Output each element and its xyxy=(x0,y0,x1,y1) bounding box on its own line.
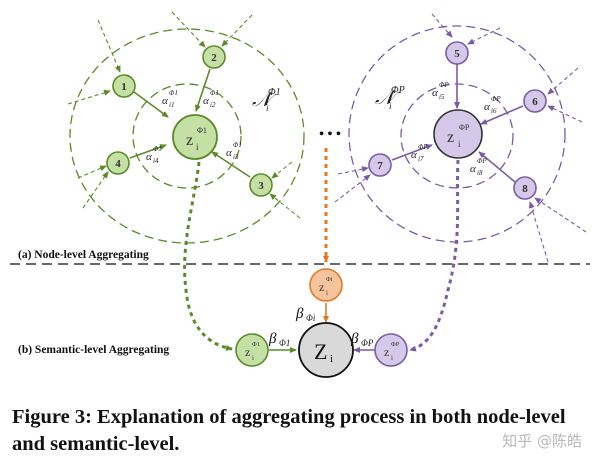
left-neighborhood: 1 2 3 4 z Φ1 i 𝒩 Φ1 i α Φ1 xyxy=(67,11,305,244)
svg-text:i1: i1 xyxy=(169,101,174,109)
svg-text:i3: i3 xyxy=(233,153,239,161)
svg-text:α: α xyxy=(411,149,417,161)
node-label: 4 xyxy=(115,158,121,170)
svg-text:Z: Z xyxy=(314,339,327,364)
svg-text:𝒩: 𝒩 xyxy=(375,87,400,109)
node-label: 1 xyxy=(121,81,127,93)
right-neighbor-node: 5 xyxy=(445,41,469,65)
svg-text:Φ1: Φ1 xyxy=(153,145,162,153)
beta-middle-label: β Φi xyxy=(295,306,316,323)
right-neighbor-node: 6 xyxy=(523,89,547,113)
svg-text:i: i xyxy=(391,354,393,362)
svg-text:α: α xyxy=(203,95,209,107)
semantic-left-node: z Φ1 i xyxy=(235,333,269,367)
right-neighborhood: 5 6 7 8 z ΦP i 𝒩 ΦP i α ΦP i5 xyxy=(334,13,587,263)
left-neighbor-node: 4 xyxy=(106,151,130,175)
semantic-final-node: Z i xyxy=(298,322,354,378)
left-neighbor-node: 1 xyxy=(112,74,136,98)
beta-left-label: β Φ1 xyxy=(268,331,290,348)
attention-weight: α ΦP i6 xyxy=(484,95,501,115)
svg-text:ΦP: ΦP xyxy=(439,81,449,89)
left-neighborhood-label: 𝒩 Φ1 i xyxy=(252,87,281,113)
attention-weight: α ΦP i8 xyxy=(470,157,487,177)
attention-weight: α Φ1 i3 xyxy=(226,141,242,161)
node-level-label: (a) Node-level Aggregating xyxy=(18,249,149,261)
svg-text:i8: i8 xyxy=(477,169,483,177)
svg-text:ΦP: ΦP xyxy=(459,123,470,132)
node-label: 5 xyxy=(454,48,460,60)
figure-caption: Figure 3: Explanation of aggregating pro… xyxy=(12,406,566,455)
semantic-right-node: z ΦP i xyxy=(374,333,408,367)
svg-text:z: z xyxy=(245,345,250,359)
node-label: 8 xyxy=(522,183,528,195)
svg-text:i: i xyxy=(330,353,333,365)
svg-text:Φ1: Φ1 xyxy=(252,341,260,348)
svg-text:i2: i2 xyxy=(210,101,216,109)
svg-text:i: i xyxy=(389,101,392,111)
right-neighbor-node: 8 xyxy=(513,176,537,200)
node-label: 2 xyxy=(211,52,217,64)
center-sub: i xyxy=(196,142,199,152)
ellipsis: • • • xyxy=(319,127,341,142)
svg-text:ΦP: ΦP xyxy=(361,338,374,348)
svg-text:i7: i7 xyxy=(418,155,424,163)
svg-text:i: i xyxy=(252,354,254,362)
svg-text:i4: i4 xyxy=(153,157,159,165)
attention-weight: α Φ1 i1 xyxy=(162,89,178,109)
left-semantic-path xyxy=(183,161,233,351)
svg-text:Φ1: Φ1 xyxy=(268,87,281,98)
svg-text:i5: i5 xyxy=(439,93,445,101)
beta-right-label: β ΦP xyxy=(350,331,374,348)
svg-text:α: α xyxy=(470,163,476,175)
left-inner-ring xyxy=(132,83,242,189)
svg-text:ΦP: ΦP xyxy=(491,95,501,103)
svg-text:Φ1: Φ1 xyxy=(279,338,290,348)
svg-text:α: α xyxy=(146,151,152,163)
svg-text:Φi: Φi xyxy=(306,313,316,323)
svg-text:ΦP: ΦP xyxy=(391,85,405,96)
attention-weight: α ΦP i5 xyxy=(432,81,449,101)
attention-weight: α Φ1 i4 xyxy=(146,145,162,165)
svg-text:ΦP: ΦP xyxy=(391,341,400,348)
svg-text:ΦP: ΦP xyxy=(418,143,428,151)
center-base: z xyxy=(186,132,193,149)
svg-text:α: α xyxy=(226,147,232,159)
svg-text:Φ1: Φ1 xyxy=(169,89,178,97)
watermark: 知乎 @陈皓 xyxy=(502,432,582,450)
attention-weight: α ΦP i7 xyxy=(411,143,428,163)
left-neighbor-node: 3 xyxy=(249,173,273,197)
svg-text:i: i xyxy=(326,289,328,297)
right-center-node: z ΦP i xyxy=(433,109,483,159)
svg-text:β: β xyxy=(350,331,359,347)
svg-text:𝒩: 𝒩 xyxy=(252,89,277,111)
svg-text:ΦP: ΦP xyxy=(477,157,487,165)
svg-text:z: z xyxy=(384,345,389,359)
svg-text:Φi: Φi xyxy=(326,276,333,283)
right-neighborhood-label: 𝒩 ΦP i xyxy=(375,85,405,111)
center-sup: Φ1 xyxy=(197,126,207,135)
left-center-node: z Φ1 i xyxy=(172,114,218,160)
svg-text:β: β xyxy=(295,306,304,322)
svg-text:β: β xyxy=(268,331,277,347)
svg-text:α: α xyxy=(432,87,438,99)
semantic-middle-node: z Φi i xyxy=(309,268,343,302)
right-neighbor-node: 7 xyxy=(368,153,392,177)
svg-text:z: z xyxy=(319,280,324,294)
svg-text:i: i xyxy=(266,103,269,113)
node-label: 7 xyxy=(377,160,383,172)
svg-text:α: α xyxy=(484,101,490,113)
attention-weight: α Φ1 i2 xyxy=(203,89,219,109)
svg-text:Φ1: Φ1 xyxy=(233,141,242,149)
node-label: 6 xyxy=(532,96,538,108)
svg-text:Φ1: Φ1 xyxy=(210,89,219,97)
svg-text:z: z xyxy=(447,129,454,146)
svg-text:α: α xyxy=(162,95,168,107)
left-neighbor-node: 2 xyxy=(202,45,226,69)
node-label: 3 xyxy=(258,180,264,192)
svg-text:i6: i6 xyxy=(491,107,497,115)
semantic-level-label: (b) Semantic-level Aggregating xyxy=(18,344,169,356)
right-semantic-path xyxy=(409,159,460,352)
svg-text:i: i xyxy=(458,139,461,149)
